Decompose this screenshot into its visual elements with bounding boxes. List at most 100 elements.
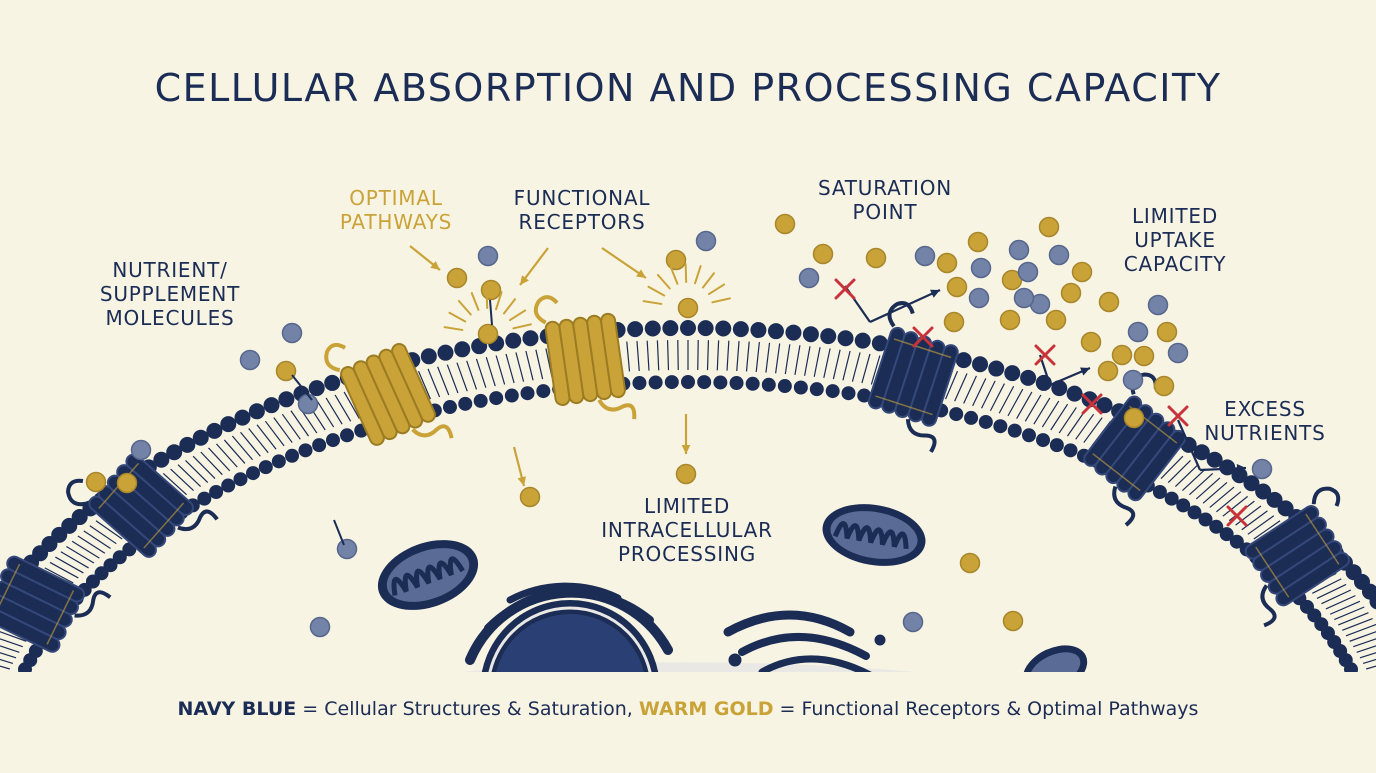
nutrient-molecule-gold bbox=[1158, 323, 1177, 342]
arrow-receptor-right-head bbox=[636, 269, 646, 278]
lipid-tail bbox=[1360, 648, 1376, 658]
nutrient-molecule-gold bbox=[948, 278, 967, 297]
lipid-head-inner bbox=[298, 443, 312, 457]
lipid-head-inner bbox=[340, 428, 354, 442]
nutrient-molecule-gold bbox=[1155, 377, 1174, 396]
nutrient-molecule-navy bbox=[970, 289, 989, 308]
lipid-head-outer bbox=[454, 341, 470, 357]
lipid-tail bbox=[0, 642, 19, 652]
lipid-tail bbox=[1330, 601, 1360, 614]
lipid-head-inner bbox=[1022, 428, 1036, 442]
lipid-head-inner bbox=[13, 672, 27, 686]
lipid-tail bbox=[486, 357, 495, 386]
nutrient-molecule-gold bbox=[482, 281, 501, 300]
lipid-tail bbox=[61, 552, 89, 568]
lipid-head-inner bbox=[649, 375, 663, 389]
lipid-head-inner bbox=[1368, 719, 1376, 733]
lipid-head-inner bbox=[521, 386, 535, 400]
lipid-tail bbox=[1326, 596, 1356, 609]
activation-spark bbox=[658, 275, 670, 289]
lipid-head-outer bbox=[522, 330, 538, 346]
lipid-head-inner bbox=[489, 391, 503, 405]
lipid-head-inner bbox=[841, 386, 855, 400]
lipid-head-inner bbox=[1371, 728, 1376, 742]
lipid-head-inner bbox=[0, 728, 5, 742]
activation-spark bbox=[487, 290, 488, 308]
lipid-head-inner bbox=[632, 376, 646, 390]
lipid-head-inner bbox=[505, 389, 519, 403]
lipid-tail bbox=[0, 672, 4, 680]
lipid-tail bbox=[1168, 460, 1190, 482]
receptor-gold-center bbox=[534, 287, 635, 431]
legend-gold-key: WARM GOLD bbox=[639, 698, 774, 720]
lipid-head-outer bbox=[855, 333, 871, 349]
lipid-head-inner bbox=[1353, 681, 1367, 695]
lipid-head-inner bbox=[221, 479, 235, 493]
lipid-head-inner bbox=[312, 438, 326, 452]
lipid-head-outer bbox=[505, 333, 521, 349]
nutrient-molecule-navy bbox=[972, 259, 991, 278]
nutrient-molecule-navy bbox=[338, 540, 357, 559]
lipid-head-outer bbox=[768, 323, 784, 339]
lipid-tail bbox=[274, 418, 292, 443]
lipid-tail bbox=[756, 342, 759, 372]
lipid-head-inner bbox=[681, 375, 695, 389]
lipid-tail bbox=[766, 343, 770, 373]
nutrient-molecule-navy bbox=[697, 232, 716, 251]
lipid-head-inner bbox=[285, 449, 299, 463]
lipid-tail bbox=[647, 341, 649, 371]
lipid-tail bbox=[1357, 642, 1376, 652]
nutrient-molecule-navy bbox=[1010, 241, 1029, 260]
nutrient-molecule-navy bbox=[479, 247, 498, 266]
lipid-tail bbox=[1196, 478, 1220, 499]
tether bbox=[490, 300, 492, 325]
activation-spark bbox=[504, 299, 515, 313]
lipid-tail bbox=[241, 432, 261, 456]
lipid-head-inner bbox=[762, 378, 776, 392]
lipid-head-outer bbox=[234, 410, 250, 426]
nutrient-molecule-navy bbox=[241, 351, 260, 370]
lipid-tail bbox=[496, 356, 504, 385]
lipid-tail bbox=[282, 414, 300, 439]
lipid-tail bbox=[90, 526, 116, 544]
nutrient-molecule-gold bbox=[1073, 263, 1092, 282]
nutrient-molecule-gold bbox=[1001, 311, 1020, 330]
lipid-head-outer bbox=[309, 380, 325, 396]
nutrient-molecule-gold bbox=[1135, 347, 1154, 366]
activation-spark bbox=[459, 301, 471, 315]
lipid-tail bbox=[249, 428, 268, 452]
nutrient-molecule-gold bbox=[667, 251, 686, 270]
lipid-tail bbox=[178, 465, 201, 487]
activation-spark bbox=[445, 327, 463, 330]
lipid-head-inner bbox=[697, 375, 711, 389]
lipid-tail bbox=[657, 340, 658, 370]
lipid-head-outer bbox=[1020, 370, 1036, 386]
lipid-head-outer bbox=[1004, 365, 1020, 381]
lipid-head-inner bbox=[949, 407, 963, 421]
lipid-head-outer bbox=[785, 325, 801, 341]
nutrient-molecule-navy bbox=[283, 324, 302, 343]
lipid-tail bbox=[1182, 469, 1205, 491]
lipid-head-inner bbox=[0, 719, 8, 733]
activation-spark bbox=[472, 293, 479, 310]
activation-spark bbox=[709, 284, 724, 294]
lipid-head-inner bbox=[964, 411, 978, 425]
lipid-tail bbox=[1042, 401, 1058, 427]
diagram-title: CELLULAR ABSORPTION AND PROCESSING CAPAC… bbox=[0, 66, 1376, 110]
nutrient-molecule-gold bbox=[479, 325, 498, 344]
lipid-tail bbox=[438, 367, 449, 395]
lipid-tail bbox=[84, 531, 111, 549]
lipid-tail bbox=[708, 340, 709, 370]
legend-navy-key: NAVY BLUE bbox=[178, 698, 297, 720]
nutrient-molecule-navy bbox=[1253, 460, 1272, 479]
nutrient-molecule-gold bbox=[1004, 612, 1023, 631]
lipid-tail bbox=[795, 345, 800, 375]
nutrient-molecule-gold bbox=[867, 249, 886, 268]
lipid-tail bbox=[467, 361, 477, 390]
nutrient-molecule-gold bbox=[1082, 333, 1101, 352]
nutrient-molecule-gold bbox=[1099, 362, 1118, 381]
